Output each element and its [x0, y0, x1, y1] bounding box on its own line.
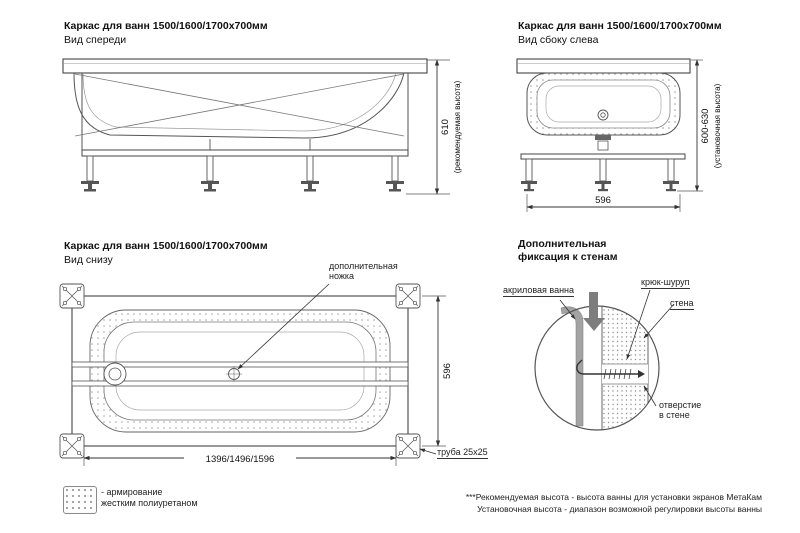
bottom-height-dimension: 596: [422, 295, 453, 447]
wall-fixation-drawing: [534, 289, 675, 431]
acrylic-bath-edge: [560, 306, 584, 427]
bottom-length-dimension: 1396/1496/1596: [83, 450, 397, 466]
front-base-frame: [81, 139, 409, 157]
front-view-drawing: 610 (рекомендуемая высота): [62, 58, 462, 195]
side-height-dimension: 600-630 (установочная высота): [677, 59, 722, 192]
frame-leg: [663, 158, 679, 192]
footnote-installation-height: Установочная высота - диапазон возможной…: [477, 504, 762, 514]
front-legs: [81, 155, 404, 192]
tub-bottom-contours: [89, 309, 391, 433]
acrylic-bath-label: акриловая ванна: [503, 285, 575, 297]
front-view-subtitle: Вид спереди: [64, 34, 127, 46]
wall-label: стена: [670, 298, 694, 310]
corner-plates: [59, 283, 421, 459]
legend-text-line1: - армирование: [101, 487, 163, 497]
front-view-title: Каркас для ванн 1500/1600/1700x700мм: [64, 20, 268, 32]
wall-hole-label: отверстие в стене: [659, 400, 702, 420]
frame-leg: [201, 155, 219, 192]
footnote-recommended-height: ***Рекомендуемая высота - высота ванны д…: [465, 492, 762, 502]
frame-leg: [301, 155, 319, 192]
side-bowl: [526, 72, 681, 136]
additional-leg-leader-line: [237, 283, 330, 370]
additional-leg-mount: [226, 366, 242, 382]
bottom-view-title: Каркас для ванн 1500/1600/1700x700мм: [64, 240, 268, 252]
side-rim: [516, 58, 691, 74]
frame-leg: [521, 158, 537, 192]
front-tub-outline: [73, 72, 409, 150]
side-height-dim-text: 600-630: [700, 109, 711, 144]
footnotes: ***Рекомендуемая высота - высота ванны д…: [400, 491, 762, 515]
front-height-note-text: (рекомендуемая высота): [453, 80, 462, 173]
callout-leader-lines: [559, 289, 675, 407]
additional-leg-label: дополнительная ножка: [329, 261, 398, 281]
side-legs: [521, 158, 679, 192]
bottom-length-dim-text: 1396/1496/1596: [206, 454, 275, 465]
press-down-arrow-icon: [583, 292, 605, 331]
hook-screw-label: крюк-шуруп: [641, 277, 690, 289]
frame-leg: [81, 155, 99, 192]
frame-leg: [595, 158, 611, 192]
side-height-note-text: (установочная высота): [713, 83, 722, 168]
wall-fixation-title-line1: Дополнительная: [518, 238, 607, 250]
front-height-dimension: 610 (рекомендуемая высота): [406, 59, 462, 195]
frame-leg: [386, 155, 404, 192]
corner-plate: [395, 433, 421, 459]
drain-hole: [103, 362, 127, 386]
side-view-title: Каркас для ванн 1500/1600/1700x700мм: [518, 20, 722, 32]
bottom-height-dim-text: 596: [442, 363, 453, 379]
hook-screw: [576, 359, 645, 380]
side-width-dim-text: 596: [595, 195, 611, 206]
wall-section: [601, 306, 649, 430]
drain-hole: [597, 109, 609, 121]
wall-fixation-title-line2: фиксация к стенам: [518, 251, 618, 263]
side-base-rail: [520, 153, 686, 160]
corner-plate: [59, 433, 85, 459]
bottom-view-subtitle: Вид снизу: [64, 254, 113, 266]
corner-plate: [395, 283, 421, 309]
side-width-dimension: 596: [526, 194, 681, 212]
side-view-drawing: 596 600-630 (установочная высота): [516, 58, 722, 212]
side-drain-assembly: [595, 135, 611, 151]
polyurethane-hatch-swatch: [63, 486, 97, 514]
front-height-dim-text: 610: [440, 119, 451, 135]
pipe-label: труба 25x25: [437, 447, 488, 459]
pipe-leader-line: [419, 448, 437, 455]
side-view-subtitle: Вид сбоку слева: [518, 34, 599, 46]
bottom-view-drawing: 596 1396/1496/1596: [59, 283, 453, 466]
front-rim: [62, 58, 428, 74]
legend-text-line2: жестким полиуретаном: [101, 498, 198, 508]
corner-plate: [59, 283, 85, 309]
